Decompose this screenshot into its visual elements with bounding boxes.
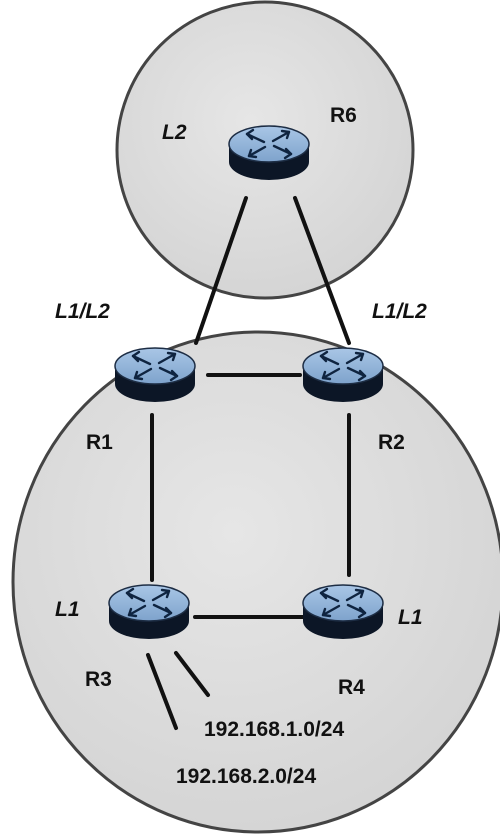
link-r3-net1 — [174, 651, 210, 697]
router-r6-name: R6 — [330, 104, 357, 127]
network-prefix-2: 192.168.2.0/24 — [176, 765, 316, 788]
router-icon — [113, 346, 197, 404]
router-r3-level-label: L1 — [55, 598, 80, 621]
router-icon — [107, 583, 191, 641]
link-r6-r1 — [194, 196, 248, 345]
router-r2-level-label: L1/L2 — [372, 300, 427, 323]
router-r4[interactable] — [301, 583, 385, 641]
router-r2-name: R2 — [378, 431, 405, 454]
link-r6-r2 — [293, 196, 351, 345]
level1-area-circle — [11, 330, 500, 834]
network-prefix-1: 192.168.1.0/24 — [204, 718, 344, 741]
router-r1[interactable] — [113, 346, 197, 404]
router-icon — [301, 346, 385, 404]
router-r3-name: R3 — [85, 668, 112, 691]
router-r4-level-label: L1 — [398, 606, 423, 629]
link-r3-net2 — [146, 653, 178, 730]
router-r4-name: R4 — [338, 676, 365, 699]
router-r6[interactable] — [227, 124, 311, 182]
router-icon — [301, 583, 385, 641]
router-r1-name: R1 — [86, 431, 113, 454]
router-r2[interactable] — [301, 346, 385, 404]
area-level-label: L2 — [162, 121, 187, 144]
router-icon — [227, 124, 311, 182]
router-r1-level-label: L1/L2 — [55, 300, 110, 323]
router-r3[interactable] — [107, 583, 191, 641]
